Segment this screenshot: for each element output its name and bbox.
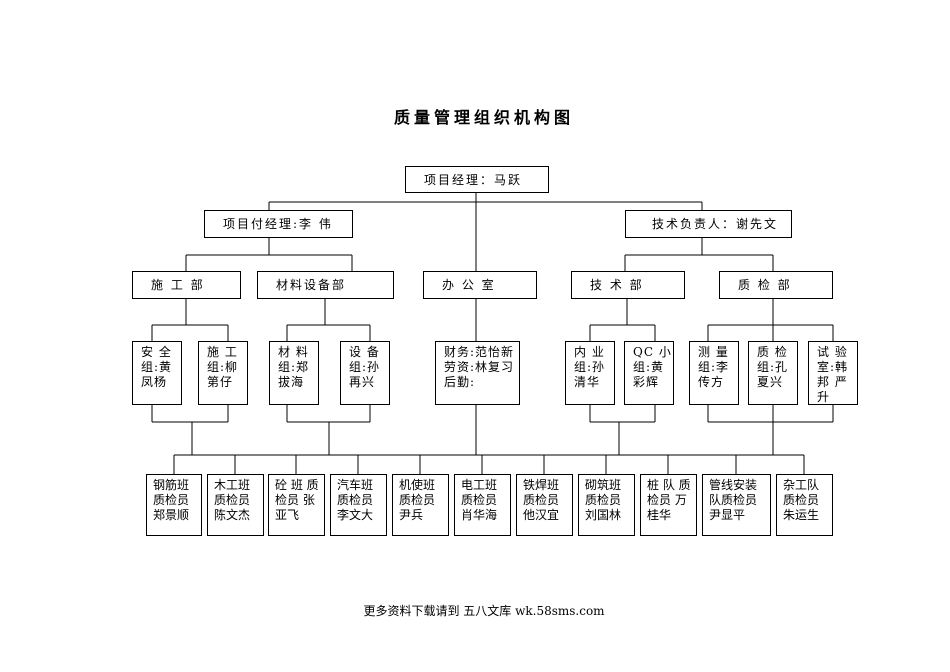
team-box: 汽车班 质检员 李文大: [330, 474, 387, 536]
footer-text: 更多资料下载请到 五八文库 wk.58sms.com: [363, 604, 605, 618]
group-office: 财务:范怡新 劳资:林复习 后勤:: [435, 341, 520, 405]
page-title: 质量管理组织机构图: [393, 108, 574, 127]
team-box: 木工班 质检员 陈文杰: [207, 474, 264, 536]
team-box: 电工班 质检员 肖华海: [454, 474, 511, 536]
group-equipment: 设 备 组:孙再兴: [340, 341, 390, 405]
dept-technical: 技 术 部: [571, 271, 685, 299]
team-box: 钢筋班 质检员 郑景顺: [146, 474, 202, 536]
tech-lead-box: 技术负责人：谢先文: [625, 210, 792, 238]
group-safety: 安 全 组:黄凤杨: [132, 341, 182, 405]
dept-quality: 质 检 部: [719, 271, 833, 299]
deputy-manager-box: 项目付经理:李 伟: [204, 210, 353, 238]
team-box: 管线安装 队质检员 尹显平: [702, 474, 771, 536]
dept-materials: 材料设备部: [257, 271, 394, 299]
team-box: 砼 班 质检员 张亚飞: [268, 474, 325, 536]
team-box: 砌筑班 质检员 刘国林: [578, 474, 635, 536]
group-inspection: 质 检 组:孔夏兴: [748, 341, 798, 405]
project-manager-box: 项目经理：马跃: [405, 166, 549, 193]
group-materials: 材 料 组:郑拔海: [269, 341, 319, 405]
team-box: 铁焊班 质检员 他汉宜: [516, 474, 573, 536]
group-internal: 内 业 组:孙清华: [565, 341, 615, 405]
team-box: 杂工队 质检员 朱运生: [776, 474, 833, 536]
group-lab: 试 验 室:韩邦 严升: [808, 341, 858, 405]
dept-office: 办 公 室: [423, 271, 537, 299]
dept-construction: 施 工 部: [132, 271, 241, 299]
group-qc: QC 小组:黄彩辉: [624, 341, 674, 405]
team-box: 机使班 质检员 尹兵: [392, 474, 449, 536]
group-construction: 施 工 组:柳第仔: [198, 341, 248, 405]
group-survey: 测 量 组:李传方: [689, 341, 739, 405]
team-box: 桩 队 质检员 万桂华: [640, 474, 697, 536]
